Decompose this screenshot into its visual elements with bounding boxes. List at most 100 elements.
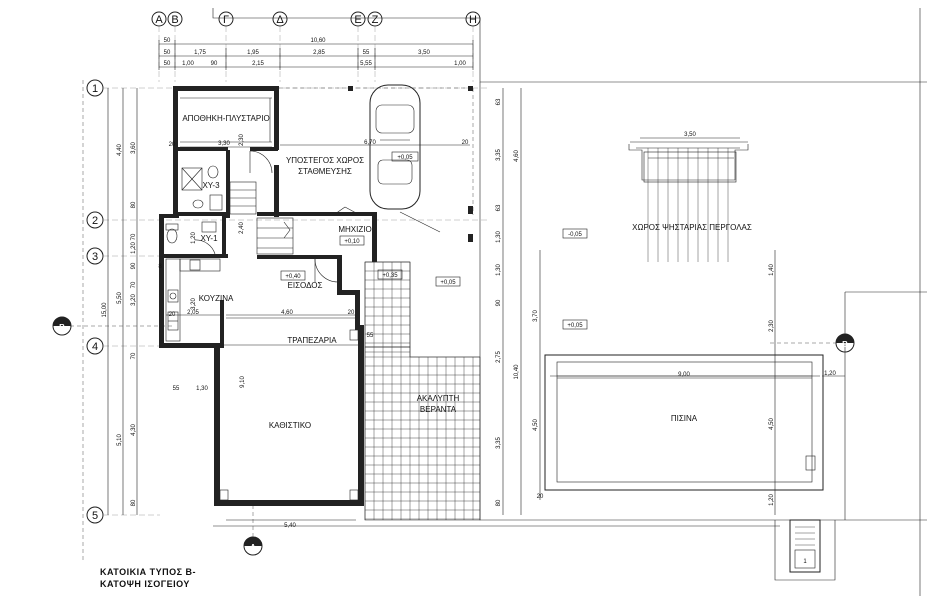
svg-text:55: 55	[173, 386, 180, 392]
living-interior	[219, 317, 359, 501]
svg-text:1,00: 1,00	[454, 61, 466, 67]
svg-text:63: 63	[496, 204, 502, 211]
svg-text:Ε: Ε	[354, 14, 361, 26]
svg-text:1,20: 1,20	[191, 232, 197, 244]
svg-text:5,10: 5,10	[117, 434, 123, 446]
section-marker-b-left: Β	[52, 316, 175, 336]
svg-text:Ζ: Ζ	[372, 14, 379, 26]
svg-text:+0,40: +0,40	[285, 274, 301, 280]
svg-text:4,60: 4,60	[514, 150, 520, 162]
svg-text:70: 70	[131, 233, 137, 240]
car-icon	[369, 84, 421, 210]
grid-row-5: 5	[86, 506, 160, 524]
svg-text:1,75: 1,75	[194, 50, 206, 56]
svg-text:1,95: 1,95	[247, 50, 259, 56]
section-marker-a-bottom: Α	[243, 505, 263, 556]
room-label-storage: ΑΠΟΘΗΚΗ-ΠΛΥΣΤΑΡΙΟ	[182, 114, 269, 123]
dimensions-right: 63 3,35 63 1,30 1,30 90 2,75 3,35 80 4,6…	[496, 88, 845, 515]
svg-text:4,50: 4,50	[769, 418, 775, 430]
svg-text:70: 70	[131, 352, 137, 359]
svg-text:1,40: 1,40	[769, 264, 775, 276]
svg-text:70: 70	[131, 281, 137, 288]
grid-col-d: Δ	[272, 11, 288, 82]
svg-text:Α: Α	[250, 543, 256, 552]
grid-columns: Α Β Γ Δ Ε Ζ Η	[151, 11, 481, 82]
svg-text:3,50: 3,50	[418, 50, 430, 56]
svg-text:20: 20	[537, 494, 544, 500]
room-label-veranda: ΑΚΑΛΥΠΤΗ	[417, 394, 460, 403]
veranda-tiles	[364, 261, 481, 521]
grid-row-4: 4	[86, 337, 160, 355]
drawing-subtitle: ΚΑΤΟΨΗ ΙΣΟΓΕΙΟΥ	[100, 579, 190, 589]
svg-text:1,30: 1,30	[196, 386, 208, 392]
room-label-dining: ΤΡΑΠΕΖΑΡΙΑ	[287, 336, 337, 345]
svg-text:2,40: 2,40	[239, 222, 245, 234]
storage-interior	[180, 97, 273, 174]
svg-text:5,50: 5,50	[117, 292, 123, 304]
svg-text:55: 55	[363, 50, 370, 56]
svg-text:5,40: 5,40	[284, 523, 296, 529]
svg-text:4: 4	[92, 341, 98, 353]
svg-text:20: 20	[348, 310, 355, 316]
svg-text:3,20: 3,20	[131, 294, 137, 306]
house-walls	[159, 86, 377, 506]
stair	[229, 181, 294, 255]
svg-text:3,20: 3,20	[191, 298, 197, 310]
svg-text:+0,05: +0,05	[397, 155, 413, 161]
svg-text:55: 55	[367, 333, 374, 339]
svg-text:3,60: 3,60	[131, 142, 137, 154]
svg-text:+0,05: +0,05	[567, 323, 583, 329]
room-label-pool: ΠΙΣΙΝΑ	[671, 414, 698, 423]
drawing-title: ΚΑΤΟΙΚΙΑ ΤΥΠΟΣ Β-	[100, 567, 196, 577]
grid-row-3: 3	[86, 247, 160, 265]
svg-text:5: 5	[92, 510, 98, 522]
svg-text:Α: Α	[155, 14, 163, 26]
svg-text:80: 80	[131, 201, 137, 208]
svg-text:2,30: 2,30	[769, 320, 775, 332]
svg-text:80: 80	[131, 499, 137, 506]
title-block: ΚΑΤΟΙΚΙΑ ΤΥΠΟΣ Β- ΚΑΤΟΨΗ ΙΣΟΓΕΙΟΥ	[100, 567, 196, 589]
svg-text:+0,10: +0,10	[344, 239, 360, 245]
svg-text:3,35: 3,35	[496, 437, 502, 449]
svg-text:1,30: 1,30	[496, 264, 502, 276]
level-marks: +0,05 +0,10 +0,40 +0,35 +0,05 -0,05 +0,0…	[280, 151, 588, 330]
carport	[279, 84, 474, 242]
svg-text:+0,35: +0,35	[382, 273, 398, 279]
svg-text:4,40: 4,40	[117, 144, 123, 156]
svg-text:6,70: 6,70	[364, 140, 376, 146]
svg-text:1,00: 1,00	[182, 61, 194, 67]
svg-text:4,60: 4,60	[281, 310, 293, 316]
grid-col-z: Ζ	[367, 11, 383, 82]
grid-col-e: Ε	[350, 11, 366, 82]
grid-row-2: 2	[86, 211, 490, 229]
svg-text:3,50: 3,50	[684, 132, 696, 138]
svg-text:1,20: 1,20	[769, 494, 775, 506]
svg-text:50: 50	[164, 38, 171, 44]
svg-text:2,30: 2,30	[239, 134, 245, 146]
site-boundary	[82, 8, 927, 596]
room-label-wc3: ΧΥ-3	[202, 181, 220, 190]
svg-text:5,55: 5,55	[360, 61, 372, 67]
svg-text:1: 1	[92, 83, 98, 95]
svg-text:4,50: 4,50	[533, 419, 539, 431]
svg-text:63: 63	[496, 98, 502, 105]
svg-text:90: 90	[131, 262, 137, 269]
room-label-parking-2: ΣΤΑΘΜΕΥΣΗΣ	[298, 167, 352, 176]
svg-text:20: 20	[169, 312, 176, 318]
svg-text:80: 80	[496, 499, 502, 506]
svg-text:3: 3	[92, 251, 98, 263]
room-labels: ΑΠΟΘΗΚΗ-ΠΛΥΣΤΑΡΙΟ ΥΠΟΣΤΕΓΟΣ ΧΩΡΟΣ ΣΤΑΘΜΕ…	[182, 114, 752, 430]
dimensions-top: 50 10,60 50 1,75 1,95 2,85 55 3,50 50 1,…	[158, 38, 474, 70]
svg-text:9,10: 9,10	[240, 376, 246, 388]
pergola	[628, 141, 749, 262]
wc3-fixtures	[181, 165, 223, 211]
svg-text:2,75: 2,75	[496, 351, 502, 363]
dimensions-left: 15,00 4,40 5,50 5,10 3,60 80 70 1,20 90 …	[102, 88, 138, 515]
room-label-entrance: ΕΙΣΟΔΟΣ	[288, 281, 323, 290]
svg-text:+0,05: +0,05	[440, 280, 456, 286]
svg-text:3,30: 3,30	[218, 141, 230, 147]
svg-text:50: 50	[164, 50, 171, 56]
room-label-parking: ΥΠΟΣΤΕΓΟΣ ΧΩΡΟΣ	[286, 156, 364, 165]
svg-text:1: 1	[803, 559, 807, 565]
